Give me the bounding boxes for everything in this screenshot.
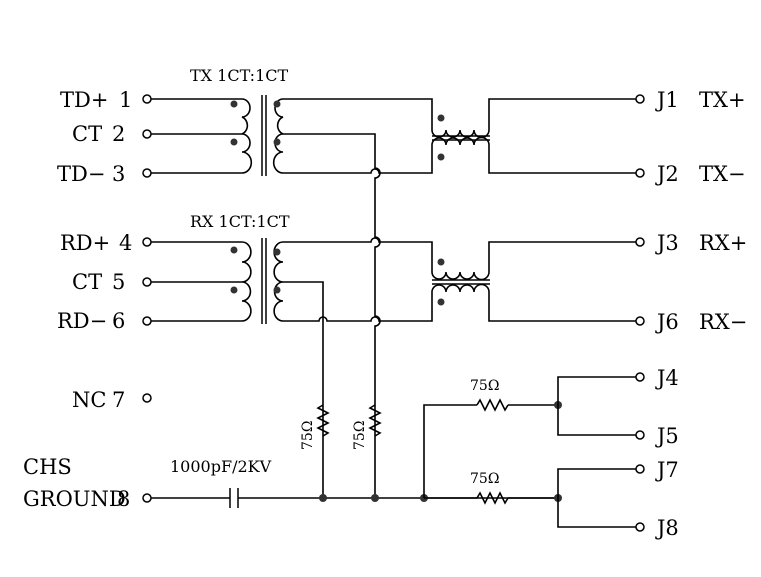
capacitor-label: 1000pF/2KV bbox=[170, 457, 272, 476]
terminal-j6 bbox=[635, 316, 645, 326]
wire-tx-minus bbox=[283, 145, 433, 174]
pin-1-name: TD+ bbox=[60, 88, 108, 112]
resistor-horizontal-2-label: 75Ω bbox=[470, 471, 499, 487]
rx-common-mode-choke bbox=[431, 258, 490, 306]
wire-j1 bbox=[488, 98, 636, 130]
pin-2-number: 2 bbox=[112, 122, 125, 146]
terminal-pin-3 bbox=[142, 168, 152, 178]
tx-secondary-dot-1 bbox=[273, 100, 281, 108]
tx-choke-dot-1 bbox=[437, 114, 445, 122]
terminal-pin-6 bbox=[142, 316, 152, 326]
pin-j1-name: TX+ bbox=[699, 88, 746, 112]
pin-j2-name: TX− bbox=[699, 162, 746, 186]
terminal-pin-7 bbox=[142, 393, 152, 403]
pin-7-name: NC bbox=[72, 388, 106, 412]
rx-choke-upper-coil bbox=[431, 271, 490, 281]
wire-rx-ct bbox=[283, 281, 324, 498]
pin-j2-id: J2 bbox=[655, 162, 679, 186]
pin-2-name: CT bbox=[72, 122, 102, 146]
tx-common-mode-choke bbox=[431, 114, 490, 161]
terminal-j3 bbox=[635, 237, 645, 247]
tx-primary-dot-1 bbox=[230, 100, 238, 108]
resistor-horizontal-2 bbox=[476, 491, 509, 505]
pin-j3-name: RX+ bbox=[699, 231, 747, 255]
tx-secondary-coil bbox=[272, 98, 284, 174]
terminal-j1 bbox=[635, 94, 645, 104]
rx-primary-coil bbox=[241, 241, 252, 322]
pin-6-number: 6 bbox=[112, 309, 125, 333]
wire-j3 bbox=[488, 241, 636, 272]
rx-choke-dot-2 bbox=[437, 298, 445, 306]
terminal-pin-2 bbox=[142, 129, 152, 139]
pin-6-name: RD− bbox=[57, 309, 107, 333]
wire-upper-branch bbox=[423, 404, 477, 498]
resistor-vertical-1-label: 75Ω bbox=[300, 421, 316, 450]
terminal-pin-5 bbox=[142, 277, 152, 287]
rx-choke-dot-1 bbox=[437, 258, 445, 266]
pin-5-number: 5 bbox=[112, 270, 125, 294]
pin-7-number: 7 bbox=[112, 388, 125, 412]
tx-choke-dot-2 bbox=[437, 153, 445, 161]
pin-j4-id: J4 bbox=[655, 366, 679, 390]
wire-j4-j5 bbox=[557, 376, 636, 436]
pin-j8-id: J8 bbox=[655, 516, 679, 540]
rx-transformer bbox=[151, 238, 284, 324]
tx-primary-dot-2 bbox=[230, 138, 238, 146]
rx-secondary-dot-1 bbox=[273, 248, 281, 256]
terminal-j2 bbox=[635, 168, 645, 178]
terminal-pin-8 bbox=[142, 493, 152, 503]
wire-j7-j8 bbox=[557, 468, 636, 528]
pin-j6-name: RX− bbox=[699, 310, 747, 334]
terminal-j7 bbox=[635, 464, 645, 474]
tx-secondary-dot-2 bbox=[273, 138, 281, 146]
pin-j7-id: J7 bbox=[655, 458, 679, 482]
terminal-pin-4 bbox=[142, 237, 152, 247]
wire-rx-plus bbox=[283, 237, 433, 272]
terminal-j5 bbox=[635, 430, 645, 440]
resistor-vertical-1 bbox=[316, 404, 330, 437]
wire-j2 bbox=[488, 145, 636, 174]
pin-8-name-line1: CHS bbox=[23, 455, 72, 479]
pin-4-number: 4 bbox=[119, 231, 132, 255]
rx-primary-dot-1 bbox=[230, 246, 238, 254]
pin-j5-id: J5 bbox=[655, 424, 679, 448]
pin-3-name: TD− bbox=[57, 162, 105, 186]
pin-j6-id: J6 bbox=[655, 310, 679, 334]
pin-8-name-line2: GROUND bbox=[23, 487, 126, 511]
pin-1-number: 1 bbox=[119, 88, 132, 112]
terminal-pin-1 bbox=[142, 94, 152, 104]
tx-transformer bbox=[151, 95, 284, 176]
resistor-horizontal-1 bbox=[476, 398, 509, 412]
junction-tx-ct bbox=[371, 494, 379, 502]
wire-tx-plus bbox=[283, 98, 433, 130]
terminal-j4 bbox=[635, 372, 645, 382]
pin-j3-id: J3 bbox=[655, 231, 679, 255]
wire-rx-minus bbox=[283, 292, 433, 322]
rx-choke-lower-coil bbox=[431, 283, 490, 293]
tx-primary-coil bbox=[241, 98, 253, 174]
tx-transformer-label: TX 1CT:1CT bbox=[190, 66, 288, 85]
resistor-vertical-2-label: 75Ω bbox=[352, 421, 368, 450]
wire-j6 bbox=[488, 292, 636, 322]
pin-4-name: RD+ bbox=[60, 231, 110, 255]
terminal-j8 bbox=[635, 522, 645, 532]
pin-j1-id: J1 bbox=[655, 88, 679, 112]
pin-5-name: CT bbox=[72, 270, 102, 294]
rx-primary-dot-2 bbox=[230, 286, 238, 294]
pin-8-number: 8 bbox=[117, 487, 130, 511]
resistor-vertical-2 bbox=[368, 404, 382, 437]
rx-transformer-label: RX 1CT:1CT bbox=[190, 212, 290, 231]
tx-choke-lower-coil bbox=[431, 136, 490, 146]
resistor-horizontal-1-label: 75Ω bbox=[470, 378, 499, 394]
pin-3-number: 3 bbox=[112, 162, 125, 186]
junction-rx-ct bbox=[319, 494, 327, 502]
rx-secondary-dot-2 bbox=[273, 286, 281, 294]
